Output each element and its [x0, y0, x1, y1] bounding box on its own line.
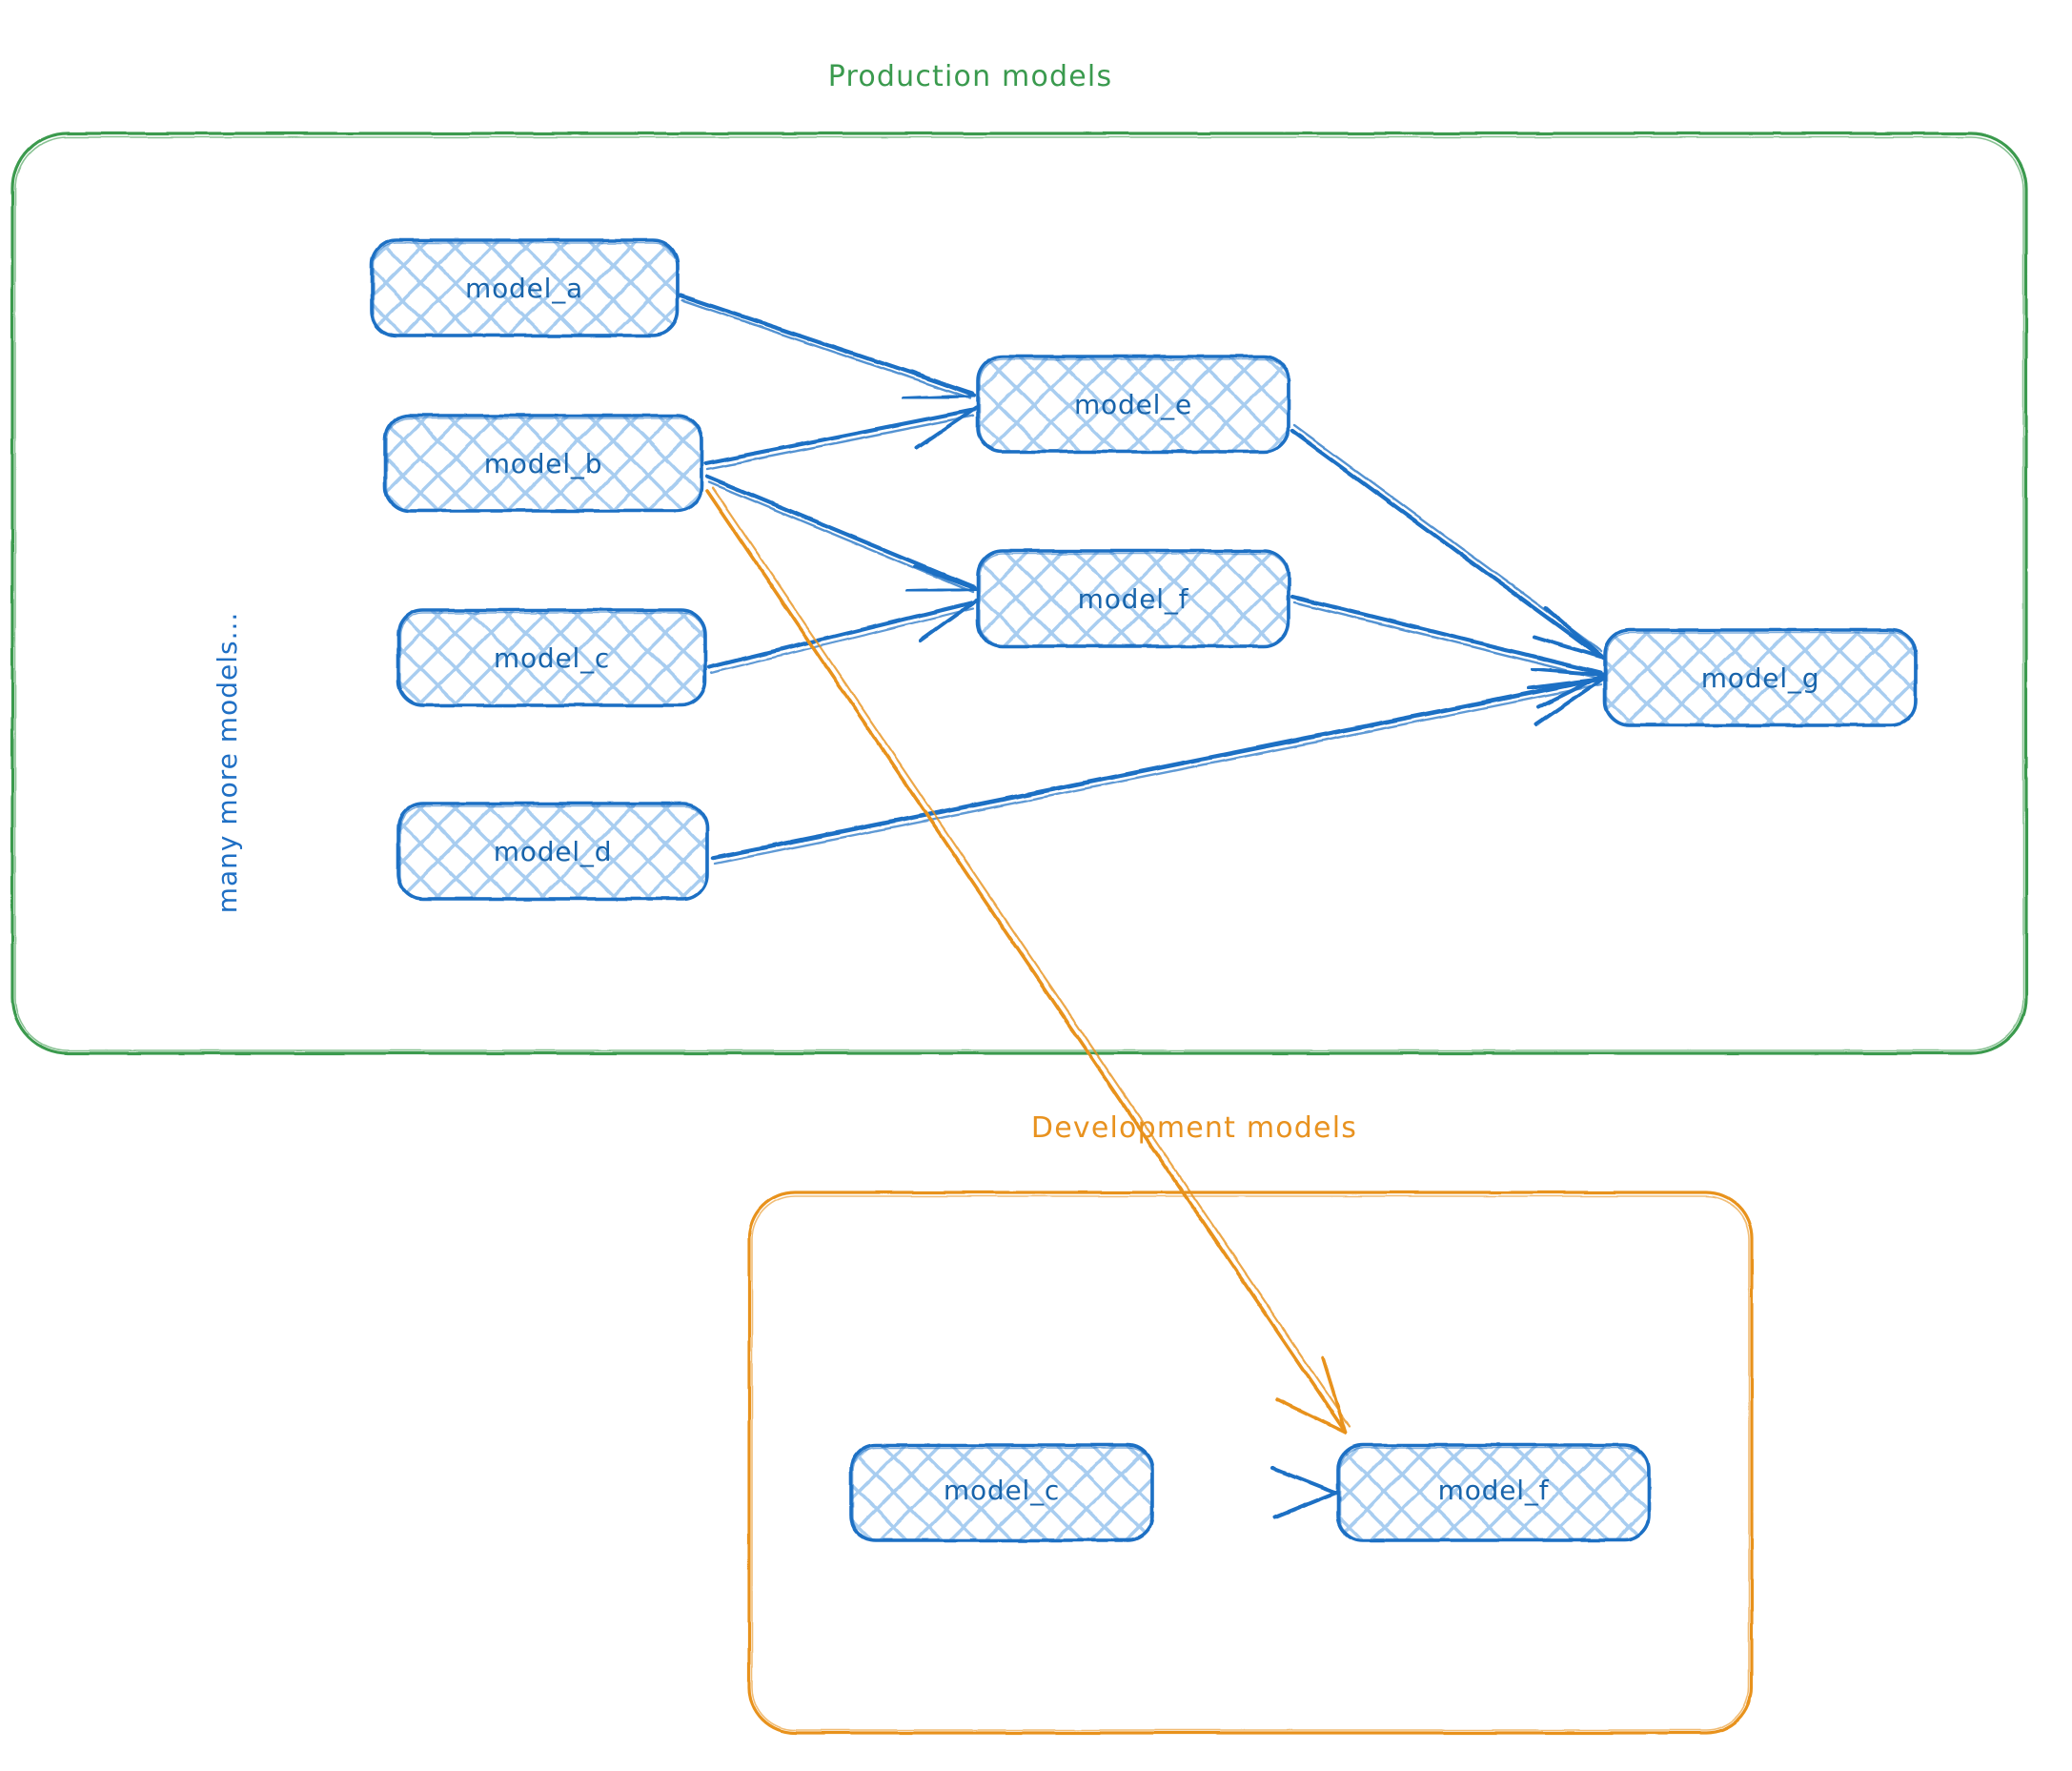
node-box[interactable] — [1603, 628, 1918, 727]
edge-f-to-g — [1290, 594, 1605, 709]
node-box[interactable] — [396, 608, 707, 707]
edge-c-to-f — [706, 599, 978, 675]
node-label: model_f — [1438, 1475, 1550, 1506]
node-box-second-stroke — [386, 417, 701, 511]
node-label: model_a — [465, 273, 583, 304]
node-prod-model-b[interactable]: model_b — [383, 414, 703, 513]
node-label: model_g — [1701, 662, 1820, 694]
node-label: model_e — [1074, 389, 1192, 420]
edge-b-to-dev-f — [705, 486, 1351, 1435]
production-group-border — [10, 132, 2028, 1055]
node-dev-model-c[interactable]: model_c — [849, 1443, 1154, 1542]
node-label: model_c — [944, 1475, 1060, 1506]
node-box[interactable] — [370, 238, 680, 337]
node-dev-model-f[interactable]: model_f — [1336, 1443, 1651, 1542]
node-prod-model-c[interactable]: model_c — [396, 608, 707, 707]
node-box-second-stroke — [979, 553, 1289, 646]
node-box-second-stroke — [399, 805, 707, 899]
node-label: model_f — [1078, 583, 1189, 615]
edge-d-to-g — [710, 676, 1605, 865]
node-box[interactable] — [849, 1443, 1154, 1542]
node-box-second-stroke — [852, 1447, 1152, 1540]
node-box-second-stroke — [979, 358, 1289, 452]
production-group-border-second-stroke — [14, 136, 2024, 1051]
node-prod-model-e[interactable]: model_e — [976, 355, 1290, 454]
node-box-second-stroke — [1606, 632, 1916, 725]
node-box[interactable] — [976, 549, 1290, 648]
edge-b-to-f — [704, 474, 978, 594]
nodes-layer: model_a model_b model_c model_d mode — [370, 238, 1918, 1542]
node-box[interactable] — [1336, 1443, 1651, 1542]
production-group-label: Production models — [828, 60, 1113, 93]
edge-a-to-e — [678, 293, 976, 400]
edge-b-to-e — [702, 406, 978, 471]
node-prod-model-f[interactable]: model_f — [976, 549, 1290, 648]
node-box-second-stroke — [1339, 1447, 1649, 1540]
node-label: model_d — [494, 836, 613, 867]
development-group-border — [747, 1191, 1754, 1735]
many-more-models-label: many more models... — [212, 612, 243, 914]
group-container-production — [10, 132, 2028, 1055]
edges-layer — [678, 293, 1605, 1519]
node-box[interactable] — [383, 414, 703, 513]
development-group-border-second-stroke — [751, 1195, 1750, 1731]
edge-dev-c-to-dev-f — [1152, 1466, 1338, 1519]
node-box-second-stroke — [399, 612, 705, 705]
node-prod-model-a[interactable]: model_a — [370, 238, 680, 337]
edge-e-to-g — [1290, 423, 1605, 660]
node-box[interactable] — [976, 355, 1290, 454]
node-prod-model-g[interactable]: model_g — [1603, 628, 1918, 727]
node-box[interactable] — [396, 802, 709, 901]
node-prod-model-d[interactable]: model_d — [396, 802, 709, 901]
development-group-label: Development models — [1031, 1111, 1357, 1145]
node-label: model_b — [484, 448, 603, 479]
node-label: model_c — [494, 642, 610, 674]
node-box-second-stroke — [373, 242, 678, 336]
group-container-development — [747, 1191, 1754, 1735]
